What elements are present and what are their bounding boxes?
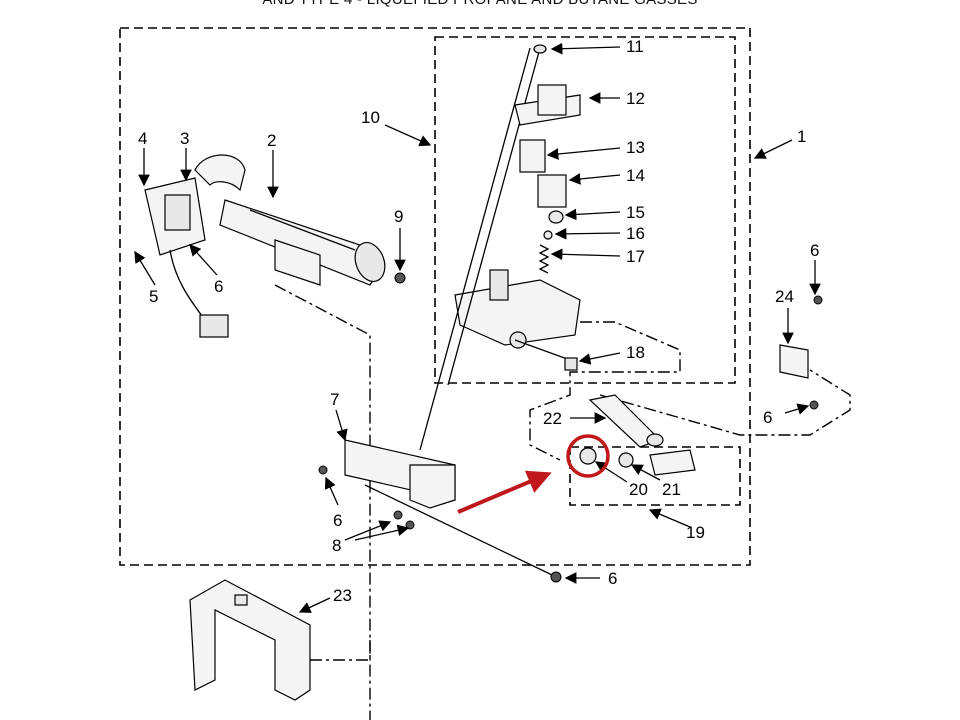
callout-24: 24 <box>775 287 794 306</box>
burner-tube <box>194 154 386 286</box>
highlight-circle-part-20 <box>566 434 610 478</box>
callout-12: 12 <box>626 89 645 108</box>
screw-9 <box>394 272 406 284</box>
callout-22: 22 <box>543 409 562 428</box>
callout-3: 3 <box>180 129 189 148</box>
callout-20: 20 <box>629 480 648 499</box>
callout-11: 11 <box>626 37 644 56</box>
igniter-bracket <box>144 177 229 338</box>
callout-17: 17 <box>626 247 645 266</box>
routing-line-valve-to-right <box>529 321 681 461</box>
callout-9: 9 <box>394 207 403 226</box>
callout-4: 4 <box>138 129 147 148</box>
callout-16: 16 <box>626 224 645 243</box>
callout-7: 7 <box>330 390 339 409</box>
callout-19: 19 <box>686 523 705 542</box>
screw-6-bottom <box>550 571 562 583</box>
highlight-arrow-part-20 <box>457 470 552 514</box>
callout-23: 23 <box>333 586 352 605</box>
callout-6-left: 6 <box>214 277 223 296</box>
routing-line-bottom-bracket <box>310 640 371 661</box>
leader-arrows <box>134 42 821 613</box>
bracket-24 <box>779 295 823 410</box>
callout-13: 13 <box>626 138 645 157</box>
callout-5: 5 <box>149 287 158 306</box>
callout-15: 15 <box>626 203 645 222</box>
orifice-assembly-boundary <box>569 446 741 506</box>
callout-6-bottom: 6 <box>608 569 617 588</box>
outer-assembly-boundary <box>119 27 751 566</box>
valve-stack-parts <box>419 44 581 451</box>
callout-6-right-mid: 6 <box>763 408 772 427</box>
callout-6-right-top: 6 <box>810 241 819 260</box>
bracket-23 <box>189 579 311 701</box>
page-title: AND TYPE 4 - LIQUEFIED PROPANE AND BUTAN… <box>160 0 800 8</box>
screw-6-line <box>364 484 553 576</box>
burner-shield-plate <box>274 239 321 286</box>
routing-line-orifice <box>599 369 851 436</box>
callout-10: 10 <box>361 108 380 127</box>
callout-14: 14 <box>626 166 645 185</box>
callout-8: 8 <box>332 536 341 555</box>
callout-21: 21 <box>662 480 681 499</box>
callout-18: 18 <box>626 343 645 362</box>
callout-2: 2 <box>267 131 276 150</box>
callout-1: 1 <box>797 127 806 146</box>
orifice-parts <box>579 394 696 476</box>
callout-6-lower-left: 6 <box>333 511 342 530</box>
valve-assembly-boundary <box>434 36 736 384</box>
gas-valve-body <box>454 269 581 361</box>
mounting-bracket <box>318 439 456 530</box>
